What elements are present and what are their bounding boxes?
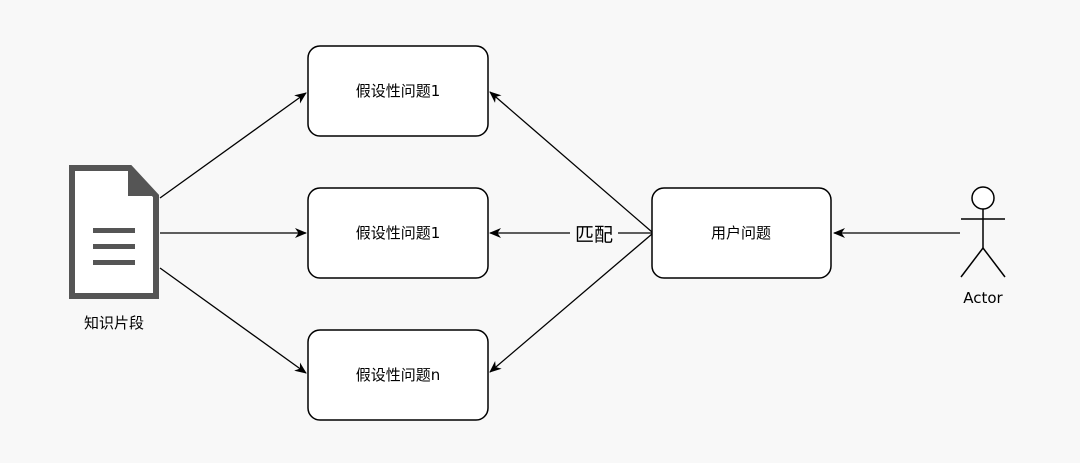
edge-doc-to-hypothesis-n (159, 267, 307, 374)
actor-label: Actor (963, 289, 1003, 307)
document-icon (69, 165, 159, 299)
hypothesis-box-2-label: 假设性问题1 (356, 224, 441, 242)
edge-label-background (570, 220, 618, 246)
document-label: 知识片段 (84, 314, 144, 332)
hypothesis-box-n-label: 假设性问题n (356, 366, 441, 384)
edge-user-to-hypothesis-n (489, 233, 653, 373)
hypothesis-box-2[interactable]: 假设性问题1 (307, 187, 489, 279)
hypothesis-box-1-label: 假设性问题1 (356, 82, 441, 100)
edge-doc-to-hypothesis-1 (159, 92, 307, 199)
stick-figure-icon (960, 186, 1006, 278)
hypothesis-box-n[interactable]: 假设性问题n (307, 329, 489, 421)
hypothesis-box-1[interactable]: 假设性问题1 (307, 45, 489, 137)
user-question-box[interactable]: 用户问题 (651, 187, 832, 279)
edge-label-match: 匹配 (575, 224, 613, 246)
user-question-label: 用户问题 (711, 224, 771, 242)
edge-user-to-hypothesis-1 (489, 91, 653, 233)
